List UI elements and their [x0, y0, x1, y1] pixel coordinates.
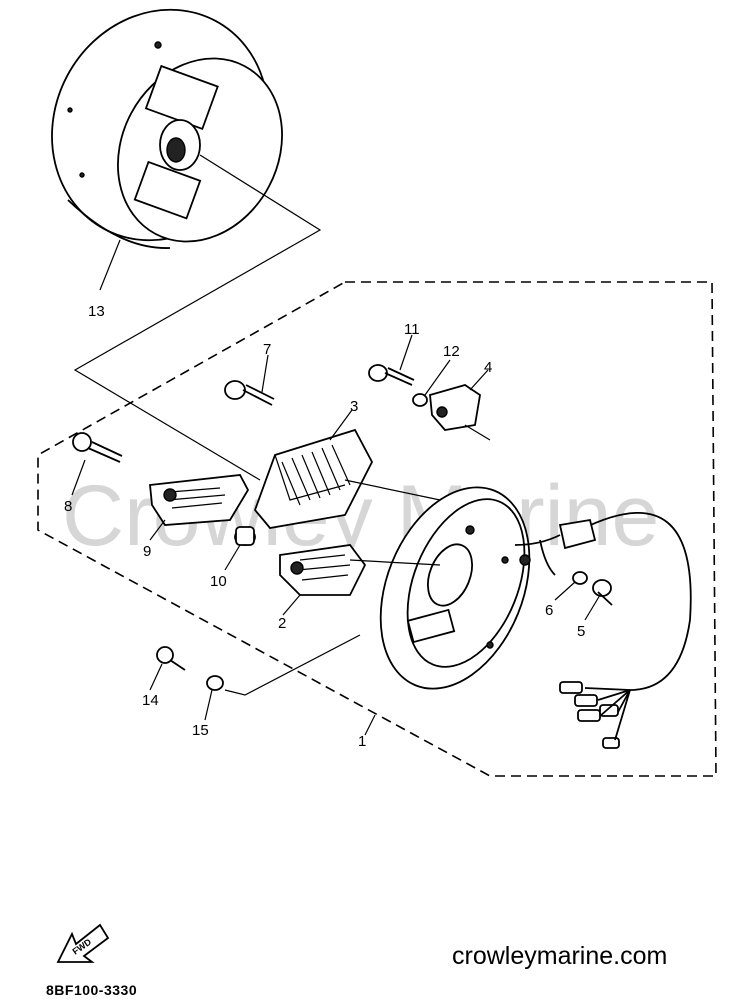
stator-base-plate [379, 486, 561, 690]
site-url: crowleymarine.com [452, 942, 668, 970]
screw-7 [224, 380, 275, 406]
callout-14: 14 [142, 692, 159, 709]
screw-14 [156, 646, 186, 671]
lighting-coil [429, 384, 481, 431]
leader-washer-15 [224, 634, 361, 696]
leader-flywheel [73, 154, 322, 481]
collar [234, 526, 256, 546]
charge-coil [253, 428, 374, 529]
callout-3: 3 [350, 398, 358, 415]
callout-6: 6 [545, 602, 553, 619]
callout-13: 13 [88, 303, 105, 320]
callout-10: 10 [210, 573, 227, 590]
washer-6 [572, 571, 588, 585]
callout-9: 9 [143, 543, 151, 560]
washer-12 [412, 393, 428, 407]
callout-4: 4 [484, 359, 492, 376]
callout-15: 15 [192, 722, 209, 739]
callout-7: 7 [263, 341, 271, 358]
callout-8: 8 [64, 498, 72, 515]
pulser-coil-9 [149, 474, 250, 526]
screw-8 [72, 432, 123, 463]
callout-5: 5 [577, 623, 585, 640]
callout-12: 12 [443, 343, 460, 360]
callout-11: 11 [404, 321, 420, 338]
screw-5 [592, 579, 613, 606]
diagram-code: 8BF100-3330 [46, 982, 138, 998]
callout-2: 2 [278, 615, 286, 632]
flywheel-rotor [51, 8, 283, 249]
washer-15 [206, 675, 224, 691]
screw-11 [368, 364, 415, 386]
fwd-arrow-icon: FWD [56, 923, 110, 963]
pulser-coil-2 [279, 544, 367, 596]
wiring-harness [519, 512, 692, 749]
callout-1: 1 [358, 733, 366, 750]
